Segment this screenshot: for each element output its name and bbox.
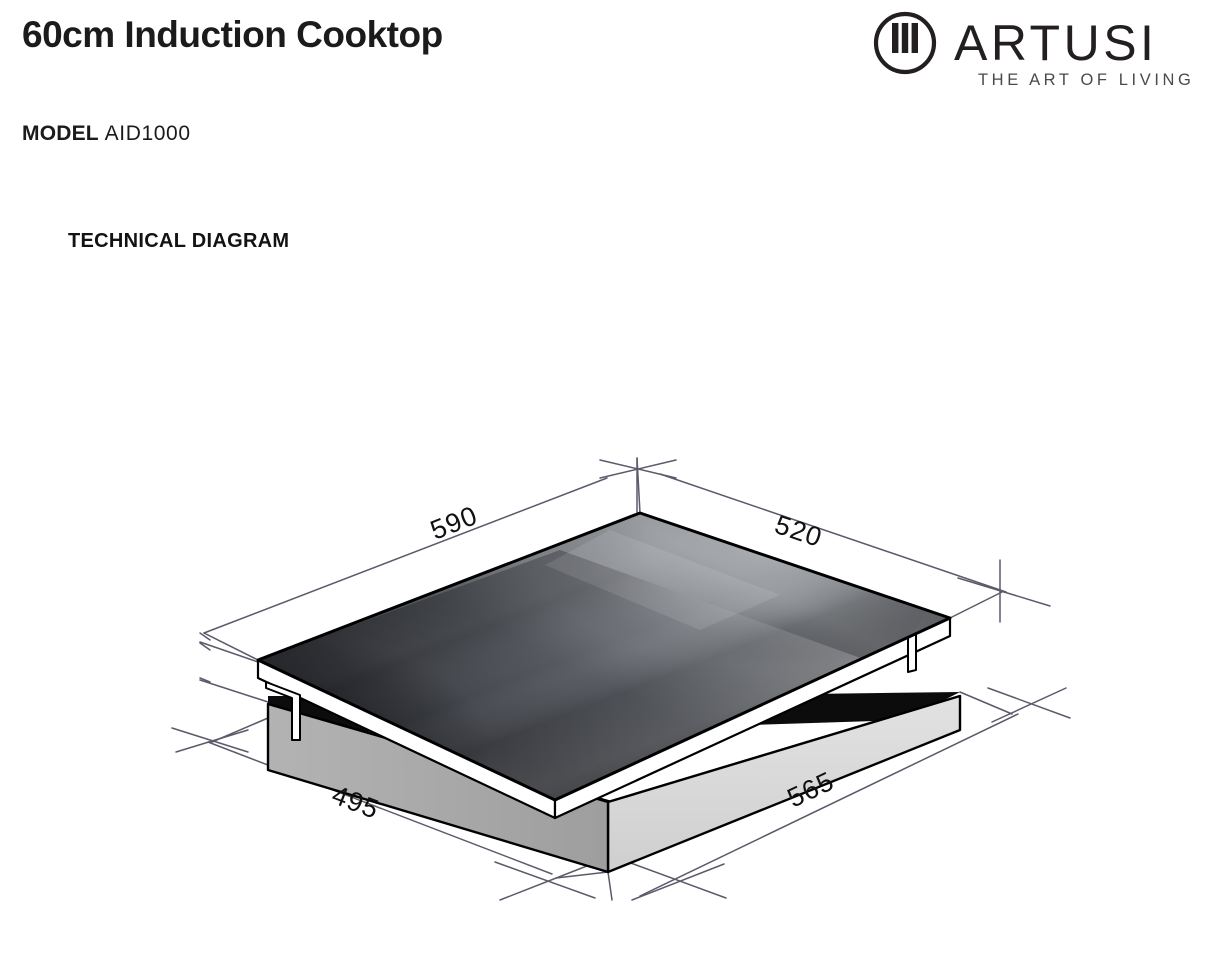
model-line: MODEL AID1000 (22, 122, 191, 146)
model-label: MODEL (22, 122, 99, 145)
brand-wordmark: ARTUSI (954, 15, 1157, 71)
extension-line-495-b (555, 871, 609, 879)
page-header: 60cm Induction Cooktop ARTUSI THE ART OF… (0, 0, 1214, 145)
extension-line-590-a (203, 632, 259, 661)
crosshair-mid-right (987, 687, 1071, 723)
dimension-line-495 (207, 741, 553, 875)
dimension-lines (171, 457, 1071, 901)
left-extension-ticks (199, 632, 269, 703)
brand-tagline: THE ART OF LIVING (978, 71, 1194, 89)
extension-line-565-b (607, 871, 613, 901)
crosshair-bottom-left (494, 861, 596, 901)
extension-line-520-a (949, 591, 1003, 619)
dimension-line-590 (203, 477, 608, 634)
extension-line-565-a (959, 691, 1013, 715)
dimension-label-590: 590 (426, 500, 482, 546)
dimension-label-520: 520 (771, 509, 826, 553)
model-value: AID1000 (104, 122, 191, 145)
section-heading-technical-diagram: TECHNICAL DIAGRAM (68, 230, 290, 252)
glass-highlight-streak (545, 530, 780, 630)
circle-bars-icon (873, 11, 937, 75)
crosshair-left (171, 727, 249, 753)
technical-drawing: 590 520 495 565 (0, 430, 1214, 950)
cooktop-glass-top (256, 511, 952, 820)
artusi-logo: ARTUSI THE ART OF LIVING (868, 10, 1198, 92)
crosshair-bottom-right (627, 861, 727, 901)
dimension-line-520 (659, 473, 1007, 593)
crosshair-right (957, 559, 1051, 623)
page-title: 60cm Induction Cooktop (22, 14, 443, 55)
dimension-line-565 (639, 713, 1019, 897)
glass-mounting-bracket (265, 681, 301, 741)
glass-outline (256, 511, 952, 802)
